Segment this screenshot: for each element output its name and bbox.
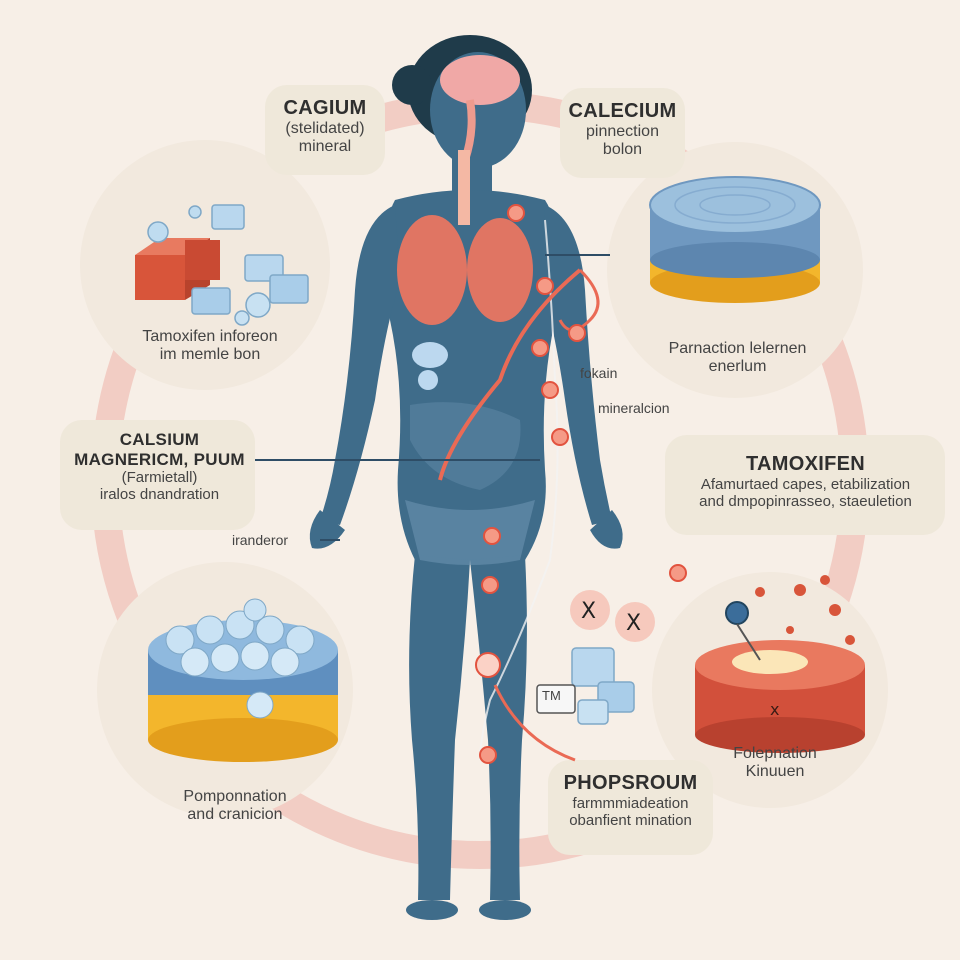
mineral-cylinder-bottom-right: x bbox=[695, 575, 865, 753]
label-top-right-title: CALECIUM bbox=[568, 100, 677, 122]
label-right-box-title: TAMOXIFEN bbox=[746, 453, 865, 475]
label-bottom-left: Pomponnation and cranicion bbox=[140, 788, 330, 825]
callout-fokain: fokain bbox=[580, 365, 618, 381]
svg-text:X: X bbox=[581, 599, 596, 624]
label-right-mid-line2: enerlum bbox=[708, 358, 767, 376]
label-right-box: TAMOXIFEN Afamurtaed capes, etabilizatio… bbox=[668, 453, 943, 511]
label-right-mid: Parnaction lelernen enerlum bbox=[640, 340, 835, 377]
pill-left bbox=[60, 420, 255, 530]
label-left-mid-line1: Tamoxifen inforeon bbox=[142, 328, 278, 345]
label-top-right: CALECIUM pinnection bolon bbox=[560, 100, 685, 160]
label-top-left-line1: (stelidated) bbox=[285, 120, 365, 137]
label-top-left-title: CAGIUM bbox=[283, 97, 367, 119]
pill-right bbox=[665, 435, 945, 535]
pill-bottom-center bbox=[548, 760, 713, 855]
mineral-cylinder-top-right bbox=[649, 176, 821, 303]
mineral-blocks-top-left bbox=[135, 204, 309, 326]
label-top-right-line1: pinnection bbox=[586, 123, 659, 140]
label-bottom-left-line1: Pomponnation bbox=[183, 788, 287, 805]
label-left-box-title2: MAGNERICM, PUUM bbox=[74, 449, 245, 469]
label-bottom-center: PHOPSROUM farmmmiadeation obanfient mina… bbox=[548, 772, 713, 830]
arrow-to-phosphorus bbox=[493, 684, 576, 762]
inhibition-marks: X X bbox=[536, 590, 655, 725]
label-left-box-line2: iralos dnandration bbox=[99, 486, 220, 504]
label-top-right-line2: bolon bbox=[602, 141, 643, 159]
label-bottom-center-title: PHOPSROUM bbox=[563, 772, 698, 794]
hotspots bbox=[475, 204, 687, 764]
svg-text:x: x bbox=[770, 700, 779, 719]
label-right-box-line2: and dmpopinrasseo, staeuletion bbox=[699, 493, 912, 511]
label-top-left: CAGIUM (stelidated) mineral bbox=[265, 97, 385, 157]
label-bottom-right: Folepnation Kinuuen bbox=[700, 745, 850, 782]
label-left-box-line1: (Farmietall) bbox=[121, 469, 198, 487]
label-bottom-right-line1: Folepnation bbox=[733, 745, 817, 762]
callout-mineralcion: mineralcion bbox=[598, 400, 670, 416]
callout-tm-tag: TM bbox=[542, 688, 561, 703]
label-left-mid-line2: im memle bon bbox=[159, 346, 261, 364]
label-right-box-line1: Afamurtaed capes, etabilization bbox=[700, 476, 911, 493]
label-bottom-right-line2: Kinuuen bbox=[745, 763, 805, 781]
label-left-mid: Tamoxifen inforeon im memle bon bbox=[110, 328, 310, 365]
callout-iranderor: iranderor bbox=[232, 532, 289, 548]
label-top-left-line2: mineral bbox=[298, 138, 352, 156]
label-bottom-center-line2: obanfient mination bbox=[569, 812, 692, 830]
svg-text:X: X bbox=[626, 611, 641, 636]
mineral-cylinder-bottom-left bbox=[148, 598, 338, 762]
pill-top-left bbox=[265, 85, 385, 175]
label-left-box: CALSIUM MAGNERICM, PUUM (Farmietall) ira… bbox=[62, 430, 257, 504]
label-bottom-center-line1: farmmmiadeation bbox=[572, 795, 689, 812]
connectors bbox=[255, 254, 610, 541]
human-figure bbox=[309, 35, 623, 920]
label-bottom-left-line2: and cranicion bbox=[187, 806, 283, 824]
label-right-mid-line1: Parnaction lelernen bbox=[668, 340, 807, 357]
label-left-box-title1: CALSIUM bbox=[119, 430, 200, 449]
pill-top-right bbox=[560, 88, 685, 178]
